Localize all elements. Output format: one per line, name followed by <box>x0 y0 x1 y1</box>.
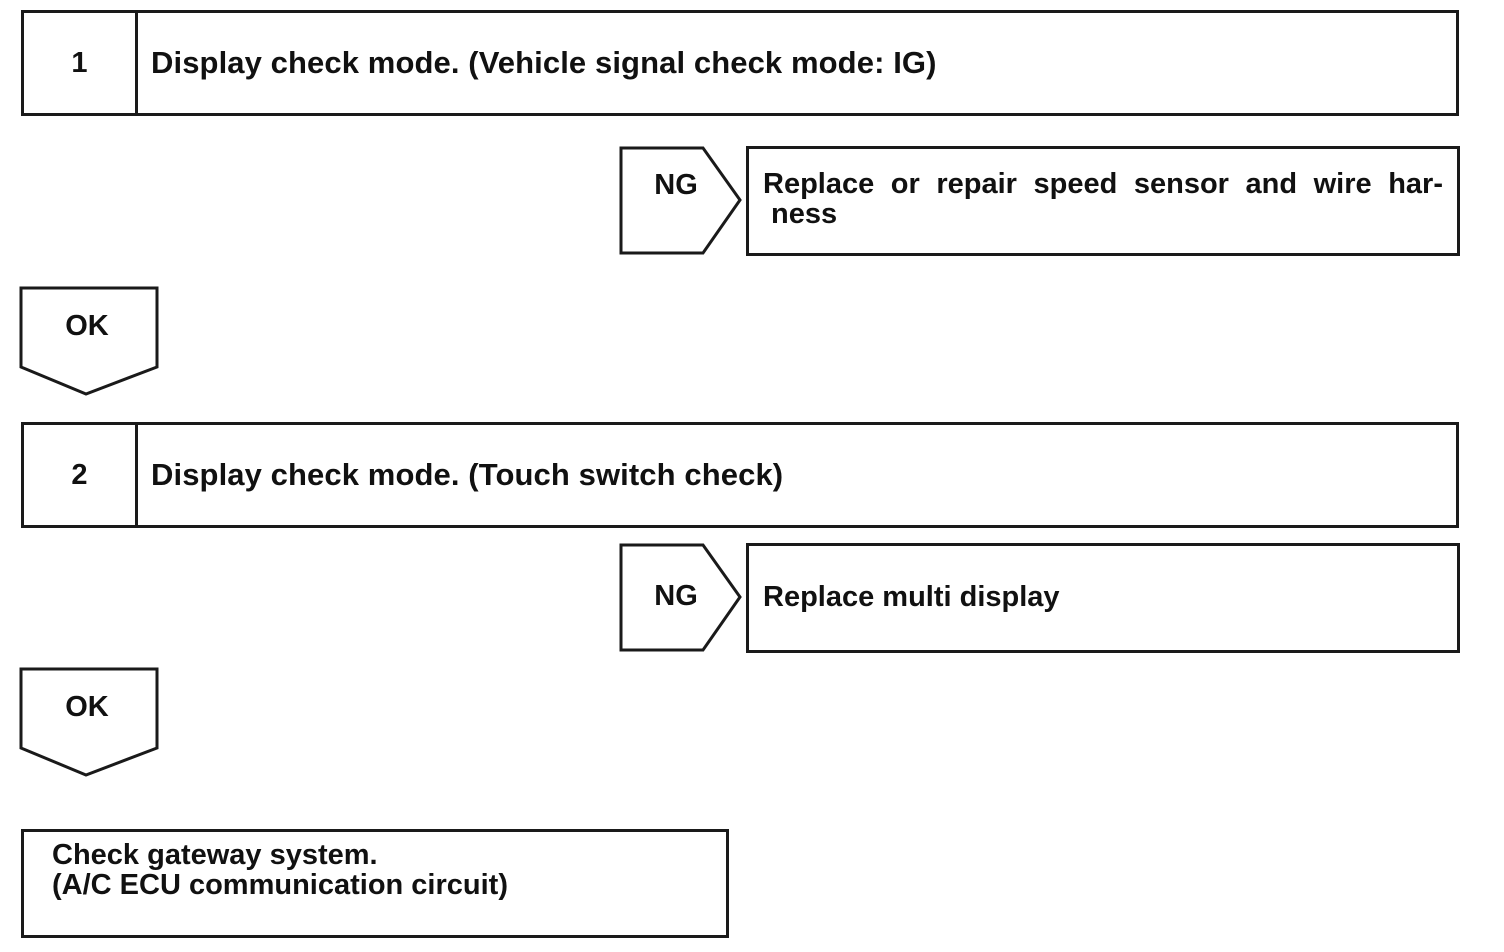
final-line-2: (A/C ECU communication circuit) <box>52 869 508 901</box>
ng-arrow-1 <box>619 146 742 255</box>
step-1-number: 1 <box>24 13 138 113</box>
ng-result-1-box: Replace or repair speed sensor and wire … <box>746 146 1460 256</box>
ng-result-2-text: Replace multi display <box>763 581 1060 613</box>
ng-result-1-text: Replace or repair speed sensor and wire … <box>763 168 1443 230</box>
ng-label-2: NG <box>654 580 698 612</box>
ok-label-2: OK <box>65 691 109 723</box>
step-2-number: 2 <box>24 425 138 525</box>
step-2-text: Display check mode. (Touch switch check) <box>151 457 784 492</box>
ng-label-1: NG <box>654 169 698 201</box>
final-line-1: Check gateway system. <box>52 839 378 871</box>
step-1-text: Display check mode. (Vehicle signal chec… <box>151 45 937 80</box>
final-text: Check gateway system. (A/C ECU communica… <box>24 832 726 900</box>
step-1-box: 1 Display check mode. (Vehicle signal ch… <box>21 10 1459 116</box>
step-2-box: 2 Display check mode. (Touch switch chec… <box>21 422 1459 528</box>
ng-arrow-2 <box>619 543 742 652</box>
ng-result-2-box: Replace multi display <box>746 543 1460 653</box>
ok-arrow-1 <box>19 286 159 396</box>
ok-label-1: OK <box>65 310 109 342</box>
final-box: Check gateway system. (A/C ECU communica… <box>21 829 729 938</box>
ok-arrow-2 <box>19 667 159 777</box>
